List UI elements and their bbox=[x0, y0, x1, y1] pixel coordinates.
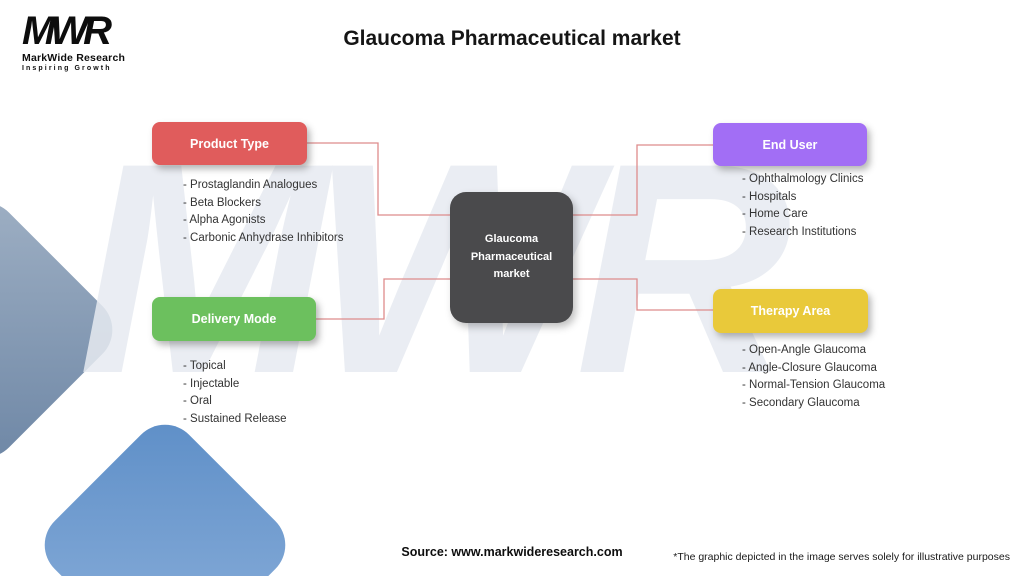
category-label: End User bbox=[762, 137, 818, 152]
list-item: Hospitals bbox=[742, 189, 863, 207]
category-list-product-type: Prostaglandin Analogues Beta Blockers Al… bbox=[183, 177, 343, 247]
central-node: Glaucoma Pharmaceutical market bbox=[450, 192, 573, 323]
category-box-delivery-mode: Delivery Mode bbox=[152, 297, 316, 341]
category-box-therapy-area: Therapy Area bbox=[713, 289, 868, 333]
list-item: Oral bbox=[183, 393, 287, 411]
list-item: Topical bbox=[183, 358, 287, 376]
category-list-end-user: Ophthalmology Clinics Hospitals Home Car… bbox=[742, 171, 863, 241]
brand-logo: MWR MarkWide Research Inspiring Growth bbox=[22, 10, 125, 72]
list-item: Injectable bbox=[183, 376, 287, 394]
logo-acronym: MWR bbox=[22, 9, 112, 53]
list-item: Normal-Tension Glaucoma bbox=[742, 377, 885, 395]
list-item: Alpha Agonists bbox=[183, 212, 343, 230]
list-item: Open-Angle Glaucoma bbox=[742, 342, 885, 360]
category-label: Delivery Mode bbox=[191, 312, 277, 326]
page-title: Glaucoma Pharmaceutical market bbox=[343, 27, 681, 50]
category-label: Therapy Area bbox=[750, 304, 831, 318]
disclaimer-text: *The graphic depicted in the image serve… bbox=[673, 551, 1010, 563]
logo-tagline: Inspiring Growth bbox=[22, 65, 112, 72]
list-item: Sustained Release bbox=[183, 411, 287, 429]
category-box-end-user: End User bbox=[713, 123, 867, 166]
list-item: Secondary Glaucoma bbox=[742, 395, 885, 413]
category-box-product-type: Product Type bbox=[152, 122, 307, 165]
category-list-delivery-mode: Topical Injectable Oral Sustained Releas… bbox=[183, 358, 287, 428]
list-item: Home Care bbox=[742, 206, 863, 224]
logo-name: MarkWide Research bbox=[22, 52, 126, 64]
list-item: Carbonic Anhydrase Inhibitors bbox=[183, 230, 343, 248]
list-item: Angle-Closure Glaucoma bbox=[742, 360, 885, 378]
source-line: Source: www.markwideresearch.com bbox=[401, 545, 622, 559]
list-item: Ophthalmology Clinics bbox=[742, 171, 863, 189]
source-url[interactable]: www.markwideresearch.com bbox=[451, 545, 623, 559]
source-label: Source: bbox=[401, 545, 452, 559]
list-item: Beta Blockers bbox=[183, 195, 343, 213]
list-item: Prostaglandin Analogues bbox=[183, 177, 343, 195]
category-list-therapy-area: Open-Angle Glaucoma Angle-Closure Glauco… bbox=[742, 342, 885, 412]
category-label: Product Type bbox=[190, 136, 269, 151]
list-item: Research Institutions bbox=[742, 224, 863, 242]
